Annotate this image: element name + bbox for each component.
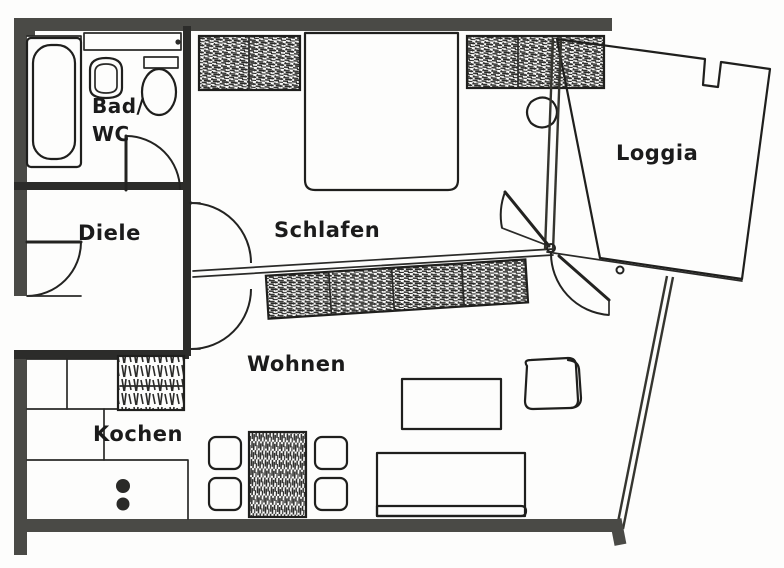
loggia-glazing-inner — [551, 39, 563, 252]
loggia-glazing-outer — [543, 37, 555, 251]
living-door-arc — [190, 288, 252, 350]
burner-2 — [116, 497, 130, 511]
diagonal-window-wall-2 — [621, 276, 675, 530]
wardrobe-right — [465, 34, 606, 90]
partition-line-upper — [192, 248, 554, 272]
dining-chair-4 — [313, 476, 349, 512]
label-diele: Diele — [78, 221, 141, 245]
wall-bath-diele — [14, 182, 191, 190]
interior-walls — [14, 26, 191, 356]
diagonal-window-wall — [615, 275, 669, 528]
loggia-structure — [543, 37, 772, 546]
coffee-table — [400, 377, 503, 431]
sideboard-shelf — [264, 258, 530, 320]
bathtub-outline — [25, 36, 83, 169]
sofa-seat-front — [375, 504, 528, 518]
vanity-knob-icon — [175, 39, 181, 45]
vanity-counter — [83, 32, 182, 51]
burner-1 — [116, 479, 130, 493]
exterior-walls — [14, 18, 618, 555]
living-furniture — [207, 356, 583, 519]
wall-left-stub — [14, 519, 27, 555]
loggia-door-bedroom-base — [501, 227, 550, 247]
room-labels: Bad/ WC Diele Schlafen Wohnen Kochen Log… — [78, 94, 698, 446]
loggia-door-bedroom-leaf[interactable] — [503, 190, 551, 248]
loggia-door-bedroom-arc — [499, 191, 506, 229]
bedroom-door-arc — [190, 202, 252, 264]
bedroom-furniture — [197, 31, 606, 192]
wall-left-mid — [14, 186, 27, 296]
wall-diele-right — [183, 190, 191, 356]
round-stool — [525, 96, 559, 129]
sideboard-group — [192, 248, 554, 320]
partition-line-lower — [192, 254, 554, 278]
wall-kitchen-top — [14, 350, 189, 359]
wall-left-lower — [14, 350, 27, 550]
toilet-bowl — [140, 67, 178, 117]
counter-upper-left — [26, 358, 119, 410]
bathroom-door-arc — [125, 135, 181, 191]
wall-top — [14, 18, 612, 31]
label-bad-wc-line2: WC — [92, 122, 130, 146]
wall-bottom — [14, 519, 618, 532]
dining-table — [247, 430, 308, 519]
dining-chair-1 — [207, 435, 243, 471]
label-schlafen: Schlafen — [274, 218, 380, 242]
loggia-hinge-2 — [615, 265, 625, 275]
kitchen-fixtures — [26, 354, 189, 520]
armchair-arm — [566, 358, 583, 410]
toilet-cistern — [143, 56, 179, 69]
label-kochen: Kochen — [93, 422, 183, 446]
label-loggia: Loggia — [616, 141, 698, 165]
wall-bath-right — [183, 26, 191, 190]
doors — [25, 134, 611, 350]
loggia-rail — [546, 251, 743, 282]
armchair-body — [523, 356, 580, 411]
entrance-door-arc — [26, 241, 82, 297]
bathroom-fixtures — [25, 32, 182, 169]
dining-chair-3 — [313, 435, 349, 471]
loggia-outline — [555, 37, 772, 281]
washbasin-inner — [94, 63, 118, 94]
wall-top-left-notch — [27, 18, 35, 36]
loggia-door-living-arc — [549, 251, 610, 316]
label-bad-wc-line1: Bad/ — [92, 94, 145, 118]
wall-left-upper — [14, 18, 27, 186]
bed — [303, 31, 460, 192]
bathtub-basin — [31, 43, 77, 161]
label-wohnen: Wohnen — [247, 352, 346, 376]
counter-run-bottom — [103, 459, 189, 520]
loggia-door-living-leaf[interactable] — [557, 254, 611, 302]
dining-chair-2 — [207, 476, 243, 512]
washbasin — [88, 56, 124, 100]
wall-bottom-right-stub — [609, 518, 627, 546]
kitchen-appliance — [116, 354, 186, 412]
